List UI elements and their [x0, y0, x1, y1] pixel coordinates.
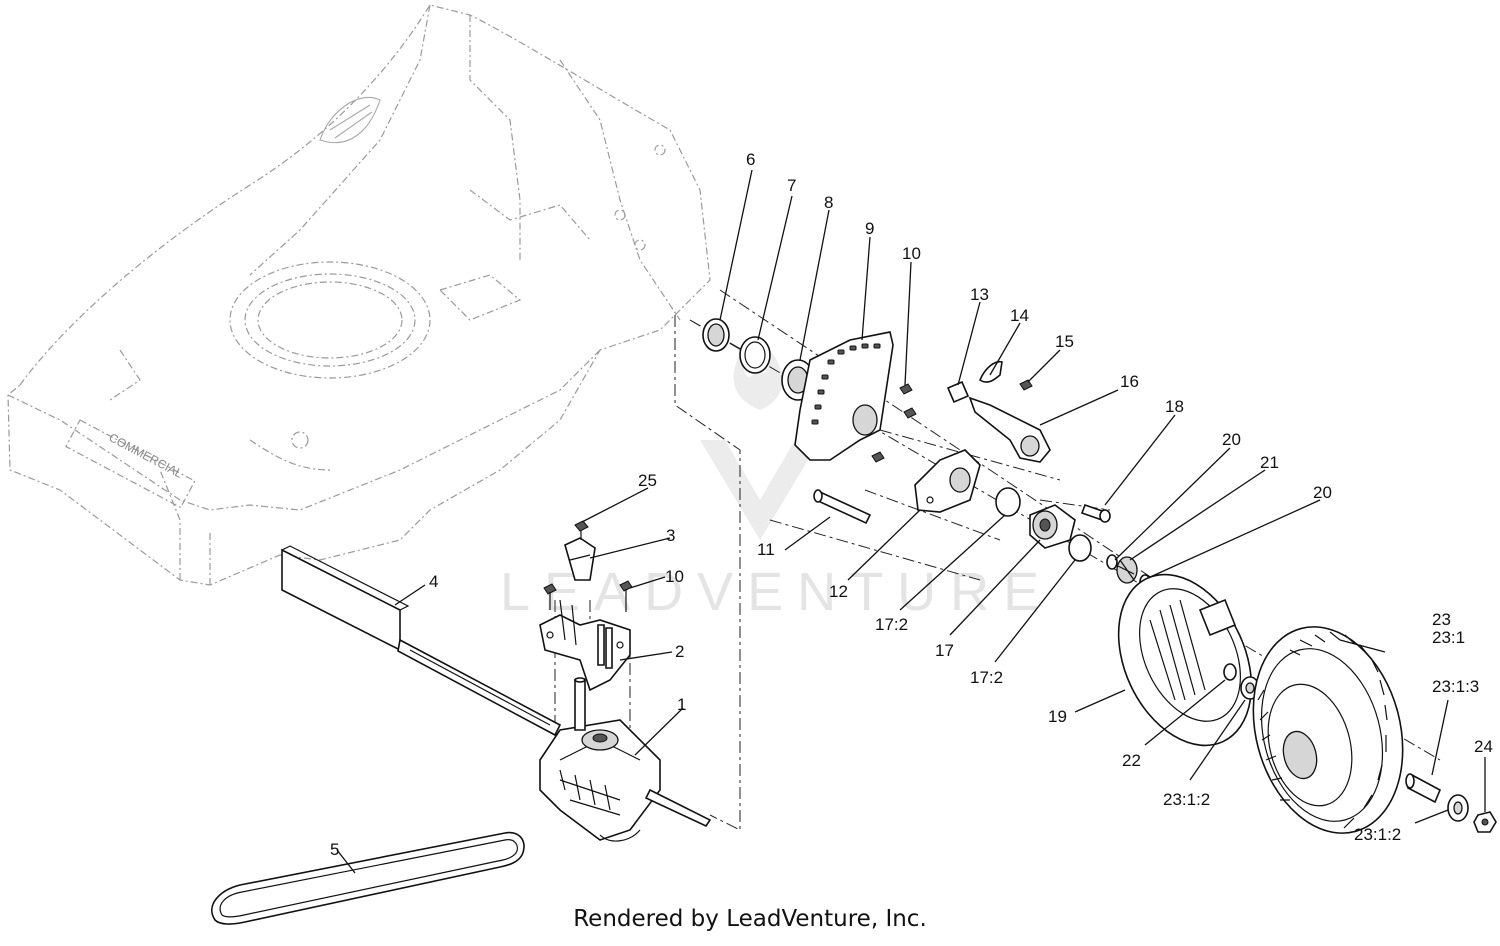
- callout-13: 13: [970, 285, 989, 304]
- callout-6: 6: [746, 150, 755, 169]
- callout-10-bracket: 10: [665, 567, 684, 586]
- callout-16: 16: [1120, 372, 1139, 391]
- deck-brand-label: COMMERCIAL: [107, 430, 186, 481]
- part-16-height-lever: [968, 396, 1051, 463]
- render-credit: Rendered by LeadVenture, Inc.: [573, 906, 927, 932]
- part-22-washer: [1223, 663, 1237, 681]
- callout-15: 15: [1055, 332, 1074, 351]
- part-17-2-spacer-b: [1068, 534, 1092, 562]
- plate-slots: [811, 343, 881, 425]
- callout-17-2-first: 17:2: [875, 615, 908, 634]
- callout-2: 2: [675, 642, 684, 661]
- part-10-bolts-bracket: [543, 580, 633, 612]
- part-12-pivot-bracket: [914, 449, 981, 513]
- part-5-belt: [211, 831, 525, 925]
- callout-17: 17: [935, 641, 954, 660]
- callout-24: 24: [1474, 737, 1493, 756]
- callout-20-upper: 20: [1222, 430, 1241, 449]
- part-25-bolt: [574, 520, 589, 540]
- part-1-transmission: [539, 677, 712, 842]
- callout-4: 4: [429, 572, 438, 591]
- part-19-wheel-gear: [1117, 573, 1253, 747]
- part-20-washer-a: [1106, 554, 1118, 570]
- part-7-ring: [739, 336, 771, 374]
- part-21-pinion-gear: [1116, 556, 1138, 584]
- part-15-nut: [1019, 379, 1033, 391]
- callout-12: 12: [829, 582, 848, 601]
- part-17-gear-housing: [1029, 504, 1076, 549]
- callout-25: 25: [638, 471, 657, 490]
- callout-23-1-3: 23:1:3: [1432, 677, 1479, 696]
- leader-lines: [336, 169, 1486, 874]
- callout-22: 22: [1122, 751, 1141, 770]
- part-23-1-3-axle-sleeve: [1405, 773, 1442, 804]
- part-10-bolts-plate: [871, 383, 917, 463]
- part-14-spring: [979, 360, 1003, 383]
- part-23-1-2-bearing-b: [1447, 794, 1469, 822]
- callout-17-2-second: 17:2: [970, 668, 1003, 687]
- callout-3: 3: [666, 526, 675, 545]
- callout-23-1-2-first: 23:1:2: [1163, 790, 1210, 809]
- part-4-shield: [281, 545, 410, 652]
- callout-8: 8: [824, 193, 833, 212]
- callout-10-plate: 10: [902, 244, 921, 263]
- part-13-clip: [946, 380, 970, 404]
- callout-18: 18: [1165, 397, 1184, 416]
- callout-9: 9: [865, 219, 874, 238]
- part-3-cam-lever: [564, 537, 596, 581]
- part-9-height-plate: [794, 331, 894, 461]
- part-24-nut: [1473, 811, 1497, 833]
- part-11-axle-bolt: [813, 489, 872, 525]
- drive-shaft-rod: [397, 638, 562, 737]
- callout-1: 1: [677, 695, 686, 714]
- callout-20-lower: 20: [1313, 483, 1332, 502]
- callout-19: 19: [1048, 707, 1067, 726]
- part-2-bracket: [539, 599, 631, 692]
- callout-23-1: 23:1: [1432, 628, 1465, 647]
- callout-labels: 1 2 3 4 5 6 7 8 9 10 10 11 12 13 14 15 1…: [330, 150, 1493, 859]
- mower-deck-outline: COMMERCIAL: [7, 4, 711, 586]
- callout-5: 5: [330, 840, 339, 859]
- callout-23: 23: [1432, 610, 1451, 629]
- part-23-wheel: [1252, 626, 1404, 834]
- part-6-bushing: [702, 318, 730, 352]
- callout-23-1-2-second: 23:1:2: [1354, 825, 1401, 844]
- callout-7: 7: [787, 176, 796, 195]
- part-18-bolt: [1080, 503, 1111, 523]
- callout-11: 11: [757, 540, 775, 559]
- part-17-2-spacer-a: [995, 487, 1021, 517]
- callout-21: 21: [1260, 453, 1279, 472]
- callout-14: 14: [1010, 306, 1029, 325]
